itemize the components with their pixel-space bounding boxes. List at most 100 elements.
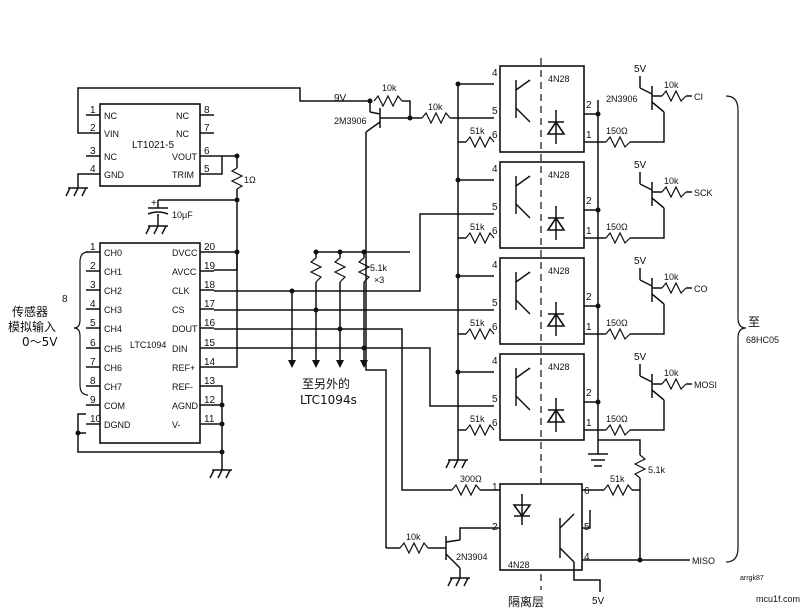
ltc-pin-num: 1	[90, 242, 96, 253]
sensor-count: 8	[62, 294, 68, 305]
svg-text:2: 2	[586, 100, 592, 111]
svg-text:2: 2	[586, 196, 592, 207]
ltc-pin-num: 14	[204, 357, 216, 368]
svg-text:10k: 10k	[664, 176, 679, 186]
ltc-pin-num: 11	[204, 414, 215, 425]
ltc-pin-num: 4	[90, 299, 96, 310]
pullup-resistors	[288, 249, 410, 368]
svg-text:300Ω: 300Ω	[460, 474, 482, 484]
ltc-pin-name: CH4	[104, 324, 122, 334]
lt1021-left-pins: 1 2 3 4 NC VIN NC GND	[86, 105, 125, 180]
svg-text:1: 1	[492, 482, 498, 493]
svg-text:5: 5	[492, 298, 498, 309]
resistor-51k-miso	[603, 483, 633, 497]
svg-text:4: 4	[584, 552, 590, 563]
svg-text:150Ω: 150Ω	[606, 414, 628, 424]
svg-text:4: 4	[90, 164, 96, 175]
ltc-pin-num: 8	[90, 376, 96, 387]
wire-dgnd-bus	[77, 433, 222, 453]
ltc-pin-num: 17	[204, 299, 216, 310]
svg-text:CI: CI	[694, 92, 703, 102]
svg-text:5: 5	[492, 106, 498, 117]
signal-miso: MISO	[692, 556, 715, 566]
svg-text:4N28: 4N28	[548, 74, 570, 84]
ltc-pin-num: 12	[204, 395, 216, 406]
ground-right	[588, 450, 608, 467]
cap-label: 10μF	[172, 210, 193, 220]
svg-text:VIN: VIN	[104, 129, 119, 139]
ltc-pin-num: 2	[90, 261, 96, 272]
ltc-pin-name: CH7	[104, 382, 122, 392]
ground-left	[445, 459, 468, 469]
svg-text:TRIM: TRIM	[172, 170, 194, 180]
lt1021-name: LT1021-5	[132, 140, 175, 151]
capacitor-10uf: +	[145, 198, 237, 235]
svg-text:4: 4	[492, 260, 498, 271]
svg-text:51k: 51k	[470, 126, 485, 136]
svg-text:5V: 5V	[634, 160, 647, 171]
sensor-bracket	[73, 251, 89, 396]
svg-text:NC: NC	[104, 111, 117, 121]
ltc-pin-name: DGND	[104, 420, 131, 430]
svg-text:5: 5	[492, 394, 498, 405]
ltc-pin-num: 13	[204, 376, 216, 387]
svg-text:5.1k: 5.1k	[648, 465, 666, 475]
ltc-pin-name: CLK	[172, 286, 190, 296]
to-mcu-1: 至	[748, 315, 760, 329]
svg-text:6: 6	[492, 130, 498, 141]
ltc-pin-num: 5	[90, 318, 96, 329]
ltc-pin-num: 9	[90, 395, 96, 406]
svg-text:5: 5	[204, 164, 210, 175]
svg-text:51k: 51k	[610, 474, 625, 484]
wire-refplus	[214, 270, 238, 368]
svg-text:NC: NC	[176, 111, 189, 121]
svg-text:4N28: 4N28	[548, 170, 570, 180]
q-2n3904-label: 2N3904	[456, 552, 488, 562]
ltc-pin-name: CH1	[104, 267, 122, 277]
ltc-pin-name: AGND	[172, 401, 199, 411]
svg-text:1: 1	[90, 105, 96, 116]
svg-text:10k: 10k	[428, 102, 443, 112]
svg-text:6: 6	[492, 322, 498, 333]
svg-text:+: +	[151, 198, 157, 209]
ltc-pin-name: CH5	[104, 344, 122, 354]
resistor-300	[451, 483, 481, 497]
svg-text:51k: 51k	[470, 414, 485, 424]
sensor-label-3: 0～5V	[22, 335, 58, 349]
lt1021-chip	[99, 103, 201, 187]
pullup-value: 5.1k	[370, 263, 388, 273]
tiny-code: arrgk87	[740, 575, 764, 582]
supply-5v-bottom: 5V	[592, 596, 605, 607]
svg-text:2: 2	[586, 388, 592, 399]
ltc-pin-name: CS	[172, 305, 185, 315]
ltc-pin-name: CH2	[104, 286, 122, 296]
sensor-label-2: 模拟输入	[8, 319, 56, 334]
wire-avcc	[214, 252, 238, 271]
svg-text:150Ω: 150Ω	[606, 318, 628, 328]
ltc-pin-name: DOUT	[172, 324, 198, 334]
svg-text:NC: NC	[104, 152, 117, 162]
svg-text:4N28: 4N28	[548, 266, 570, 276]
ltc-pin-name: REF+	[172, 363, 195, 373]
svg-text:6: 6	[584, 486, 590, 497]
ltc-pin-num: 16	[204, 318, 216, 329]
ltc1094-chip	[99, 242, 201, 444]
resistor-5k1	[633, 454, 647, 479]
to-other-1: 至另外的	[302, 376, 350, 391]
svg-text:4N28: 4N28	[548, 362, 570, 372]
mcu-bracket	[725, 95, 747, 563]
svg-text:CO: CO	[694, 284, 708, 294]
sensor-label-1: 传感器	[12, 304, 48, 319]
ltc-pin-num: 15	[204, 338, 216, 349]
wire-refminus	[214, 385, 223, 470]
svg-text:GND: GND	[104, 170, 125, 180]
opto-miso-internals	[512, 494, 575, 563]
svg-text:4: 4	[492, 356, 498, 367]
ltc-pin-name: CH0	[104, 248, 122, 258]
